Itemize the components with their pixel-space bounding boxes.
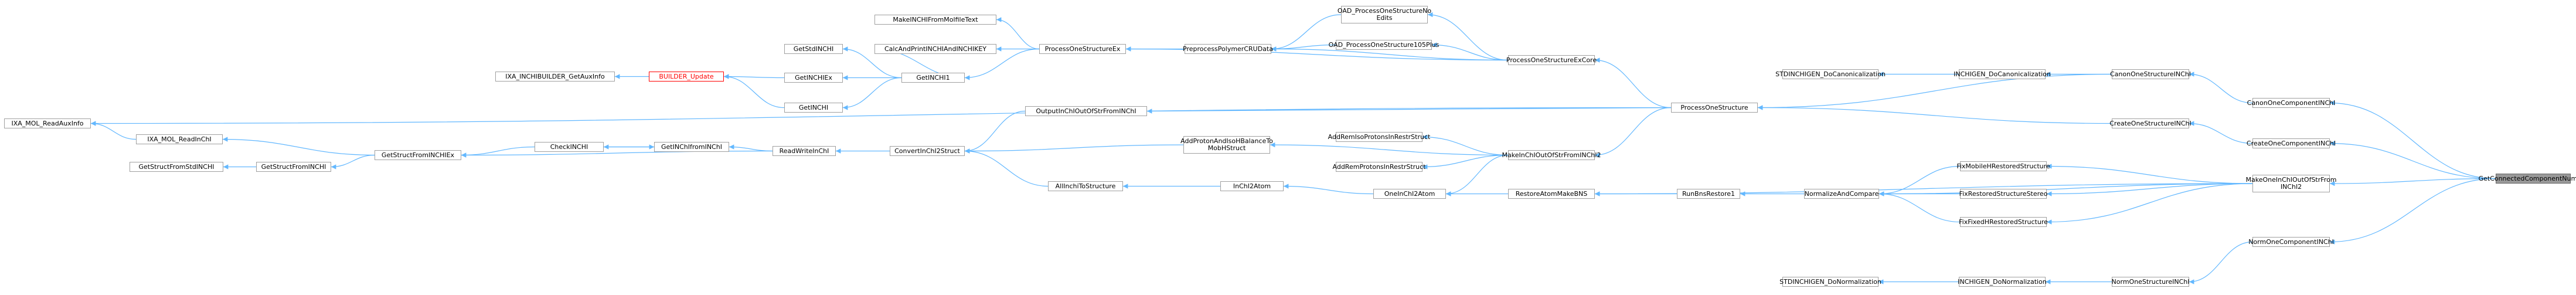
node-readwriteinchi[interactable]: ReadWriteInChI <box>773 146 836 156</box>
edge-fixfixed-to-normalizeandcompare <box>1879 191 1961 223</box>
node-outputinchioutofstrfrominchi[interactable]: OutputInChIOutOfStrFromINChI <box>1025 106 1147 116</box>
edge-processonestructureexcore-to-preprocesspolymer <box>1271 46 1509 61</box>
edge-createonecomponent-to-createonestructure <box>2189 121 2253 144</box>
node-canononecomponentinchi[interactable]: CanonOneComponentINChI <box>2247 98 2335 108</box>
node-convertinchi2struct[interactable]: ConvertInChI2Struct <box>890 146 965 156</box>
edge-createonestructure-to-processonestructure <box>1757 105 2112 124</box>
node-stdinchigen-donormalization[interactable]: STDINCHIGEN_DoNormalization <box>1779 277 1881 287</box>
node-processonestructureexcore[interactable]: ProcessOneStructureExCore <box>1506 55 1597 65</box>
edge-getconnected-to-normonecomponent <box>2329 178 2496 245</box>
node-inchigen-donormalization[interactable]: INCHIGEN_DoNormalization <box>1958 277 2047 287</box>
edge-makeinchioutofstr-to-addremprotons <box>1422 154 1509 169</box>
node-addprotonandisohbalancetomobhstruct[interactable]: AddProtonAndIsoHBalanceTo MobHStruct <box>1180 136 1273 154</box>
node-normonestructureinchi[interactable]: NormOneStructureINChI <box>2112 277 2189 287</box>
node-inchi2atom[interactable]: InChI2Atom <box>1220 181 1284 191</box>
edge-allinchitostructure-to-convertinchi2struct <box>964 148 1049 187</box>
edge-getconnected-to-makeoneinchicomponent <box>2329 178 2496 187</box>
node-ixa-mol-readinchi[interactable]: IXA_MOL_ReadInChI <box>136 134 223 144</box>
node-getstructfrominchi[interactable]: GetStructFromINCHI <box>256 162 331 172</box>
edge-canononecomponent-to-canononestructure <box>2189 72 2253 104</box>
edge-makeoneinchicomponent-to-normalizeandcompare <box>1879 183 2253 196</box>
node-getstructfrominchiex[interactable]: GetStructFromINCHIEx <box>375 150 461 160</box>
edge-processonestructureex-to-makeinchifrommolfile <box>996 17 1040 50</box>
edge-oad_processonestructure105-to-preprocesspolymer <box>1271 44 1336 52</box>
node-inchigen-docanonicalization[interactable]: INCHIGEN_DoCanonicalization <box>1954 69 2051 79</box>
node-getinchifrominchi[interactable]: GetINChIfromINChI <box>654 142 729 152</box>
edge-canononestructure-to-processonestructure <box>1757 73 2112 110</box>
edge-getinchi1-to-getstdinchi <box>842 46 902 79</box>
edge-processonestructure-to-processonestructureexcore <box>1594 57 1672 108</box>
node-makeoneinchioutofstrfrominchi2[interactable]: MakeOneInChIOutOfStrFrom INChI2 <box>2245 175 2337 192</box>
node-ixa-inchibuilder-getauxinfo[interactable]: IXA_INCHIBUILDER_GetAuxInfo <box>495 72 615 82</box>
node-processonestructure[interactable]: ProcessOneStructure <box>1671 103 1758 113</box>
edge-normonecomponent-to-normonestructure <box>2189 241 2253 284</box>
edge-getstructfrominchiex-to-ixa_readinchi <box>222 137 375 156</box>
node-addremprotonsinrestrstruct[interactable]: AddRemProtonsInRestrStruct <box>1333 162 1426 172</box>
node-addremisoprotonsinrestrstruct[interactable]: AddRemIsoProtonsInRestrStruct <box>1328 132 1430 142</box>
node-normonecomponentinchi[interactable]: NormOneComponentINChI <box>2248 237 2334 247</box>
node-createonecomponentinchi[interactable]: CreateOneComponentINChI <box>2247 138 2336 148</box>
node-getconnectedcomponentnumber[interactable]: GetConnectedComponentNumber <box>2479 174 2576 184</box>
node-getstdinchi[interactable]: GetStdINCHI <box>784 44 843 54</box>
node-stdinchigen-docanonicalization[interactable]: STDINCHIGEN_DoCanonicalization <box>1775 69 1886 79</box>
edge-getinchi-to-builder_update <box>723 74 785 108</box>
edge-addprotons-to-convertinchi2struct <box>964 144 1184 154</box>
edge-makeoneinchicomponent-to-fixrestored <box>2046 183 2253 196</box>
edge-readwriteinchi-to-getinchifrominchi <box>729 144 773 152</box>
node-makeinchifrommolfiletext[interactable]: MakeINCHIFromMolfileText <box>874 15 996 25</box>
edge-getconnected-to-createonecomponent <box>2329 141 2496 179</box>
node-oad-processonestructurenoedits[interactable]: OAD_ProcessOneStructureNo Edits <box>1338 6 1431 23</box>
node-runbnsrestore1[interactable]: RunBnsRestore1 <box>1677 189 1740 199</box>
node-getinchi[interactable]: GetINCHI <box>784 103 843 113</box>
node-ixa-mol-readauxinfo[interactable]: IXA_MOL_ReadAuxInfo <box>4 118 91 128</box>
edge-checkinchi-to-getstructfrominchiex <box>461 146 535 158</box>
edge-oad_processonestructure-to-preprocesspolymer <box>1271 14 1342 52</box>
node-canononestructureinchi[interactable]: CanonOneStructureINChI <box>2110 69 2191 79</box>
node-getinchiex[interactable]: GetINCHIEx <box>784 73 843 83</box>
node-restoreatommakebns[interactable]: RestoreAtomMakeBNS <box>1508 189 1595 199</box>
node-getinchi1[interactable]: GetINCHI1 <box>901 73 965 83</box>
edge-getconnected-to-canononecomponent <box>2329 100 2496 179</box>
edge-processonestructureex-to-getinchi1 <box>964 48 1040 80</box>
edge-makeinchioutofstr-to-addremisoprotons <box>1422 134 1509 156</box>
node-processonestructureex[interactable]: ProcessOneStructureEx <box>1039 44 1126 54</box>
node-oad-processonestructure105plus[interactable]: OAD_ProcessOneStructure105Plus <box>1329 40 1439 50</box>
edge-getstructfrominchiex-to-getstructfrominchi <box>331 154 375 169</box>
node-allinchitostructure[interactable]: AllInchiToStructure <box>1048 181 1123 191</box>
node-fixmobilehrestoredstructure[interactable]: FixMobileHRestoredStructure <box>1956 161 2050 171</box>
edge-ixa_readinchi-to-ixa_readauxinfo <box>90 121 137 140</box>
node-getstructfromstdinchi[interactable]: GetStructFromStdINCHI <box>130 162 223 172</box>
node-builder-update[interactable]: BUILDER_Update <box>649 72 724 82</box>
node-fixfixedhrestoredstructure[interactable]: FixFixedHRestoredStructure <box>1959 217 2048 227</box>
edge-processonestructure-to-makeinchioutofstr <box>1594 107 1672 158</box>
node-makeinchioutofstrfrominchi2[interactable]: MakeInChIOutOfStrFromINChI2 <box>1502 150 1601 160</box>
edge-makeinchioutofstr-to-addprotons <box>1270 142 1509 156</box>
edge-processonestructureexcore-to-oad_processonestructure105 <box>1431 42 1509 61</box>
edge-makeoneinchicomponent-to-fixmobile <box>2046 164 2253 184</box>
node-preprocesspolymercrudata[interactable]: PreprocessPolymerCRUData <box>1183 44 1273 54</box>
edge-makeoneinchicomponent-to-fixfixed <box>2046 183 2253 225</box>
edge-makeinchioutofstr-to-oneinchi2atom <box>1445 154 1509 196</box>
edge-oneinchi2atom-to-inchi2atom <box>1283 184 1374 195</box>
edge-processonestructureexcore-to-oad_processonestructure <box>1427 12 1509 61</box>
edge-outputinchi-to-convertinchi2struct <box>964 110 1026 154</box>
node-checkinchi[interactable]: CheckINCHI <box>535 142 604 152</box>
edge-getinchiex-to-builder_update <box>723 74 785 79</box>
node-calcandprintinchiandinchikey[interactable]: CalcAndPrintINCHIAndINCHIKEY <box>874 44 996 54</box>
node-normalizeandcompare[interactable]: NormalizeAndCompare <box>1804 189 1879 199</box>
node-createonestructureinchi[interactable]: CreateOneStructureINChI <box>2109 118 2192 128</box>
node-oneinchi2atom[interactable]: OneInChI2Atom <box>1373 189 1446 199</box>
edge-getinchi1-to-getinchi <box>842 77 902 110</box>
node-fixrestoredstructurestereo[interactable]: FixRestoredStructureStereo <box>1959 189 2047 199</box>
edge-processonestructure-to-ixa_readauxinfo <box>90 107 1672 126</box>
edge-fixmobile-to-normalizeandcompare <box>1879 165 1961 196</box>
